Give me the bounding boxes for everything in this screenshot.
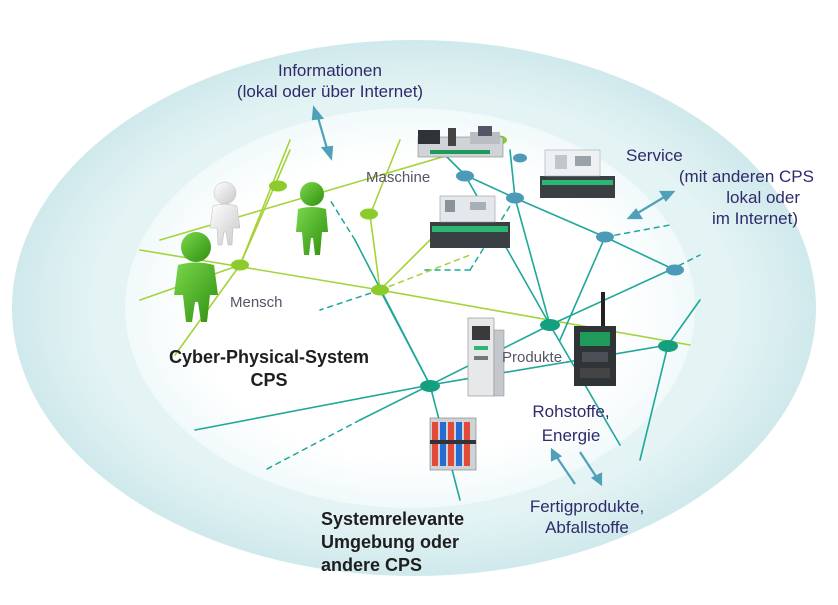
label-cps-line1: Cyber-Physical-System (168, 347, 370, 367)
label-fertigprodukte-line1: Fertigprodukte, (529, 497, 645, 516)
double-arrow-icon (626, 190, 676, 220)
label-informationen-line1: Informationen (278, 61, 382, 80)
person-green-large-icon (174, 232, 218, 322)
controller-module-icon (467, 317, 505, 397)
label-mensch: Mensch (230, 294, 283, 311)
terminal-block-icon (429, 417, 477, 471)
person-green-icon (296, 182, 328, 255)
label-informationen: Informationen (lokal oder über Internet) (230, 60, 430, 102)
exchange-arrows-icon (550, 447, 603, 487)
wireless-module-icon (574, 292, 616, 386)
node-blue (513, 153, 527, 163)
label-service-line1: Service (626, 146, 683, 165)
person-white-icon (209, 181, 241, 246)
node-green (360, 208, 378, 220)
node-blue (506, 192, 524, 204)
label-rohstoffe-line2: Energie (541, 426, 601, 445)
label-fertigprodukte: Fertigprodukte, Abfallstoffe (512, 496, 662, 538)
machine-icon (430, 195, 510, 248)
label-service-line2: (mit anderen CPS (678, 167, 814, 186)
label-informationen-line2: (lokal oder über Internet) (236, 82, 424, 101)
label-umgebung-line3: andere CPS (321, 555, 423, 575)
label-service: Service (mit anderen CPS lokal oder im I… (600, 145, 814, 229)
label-rohstoffe: Rohstoffe, Energie (516, 400, 626, 448)
label-rohstoffe-line1: Rohstoffe, (532, 402, 610, 421)
label-umgebung-line1: Systemrelevante (321, 509, 465, 529)
label-umgebung-line2: Umgebung oder (321, 532, 459, 552)
node-green (231, 259, 249, 271)
label-service-line3: lokal oder (726, 188, 800, 207)
label-umgebung: Systemrelevante Umgebung oder andere CPS (321, 508, 464, 577)
label-cps: Cyber-Physical-System CPS (150, 346, 388, 392)
label-service-line4: im Internet) (712, 209, 798, 228)
machine-icon (417, 126, 504, 158)
node-blue (596, 231, 614, 243)
node-blue (456, 170, 474, 182)
node-blue (666, 264, 684, 276)
node-green (371, 284, 389, 296)
machine-icon (540, 149, 615, 198)
node-teal (540, 319, 560, 331)
double-arrow-icon (311, 105, 334, 161)
label-cps-line2: CPS (250, 370, 288, 390)
label-fertigprodukte-line2: Abfallstoffe (545, 518, 629, 537)
node-teal (420, 380, 440, 392)
label-maschine: Maschine (366, 169, 431, 186)
node-teal (658, 340, 678, 352)
label-produkte: Produkte (502, 349, 563, 366)
node-green (269, 180, 287, 192)
